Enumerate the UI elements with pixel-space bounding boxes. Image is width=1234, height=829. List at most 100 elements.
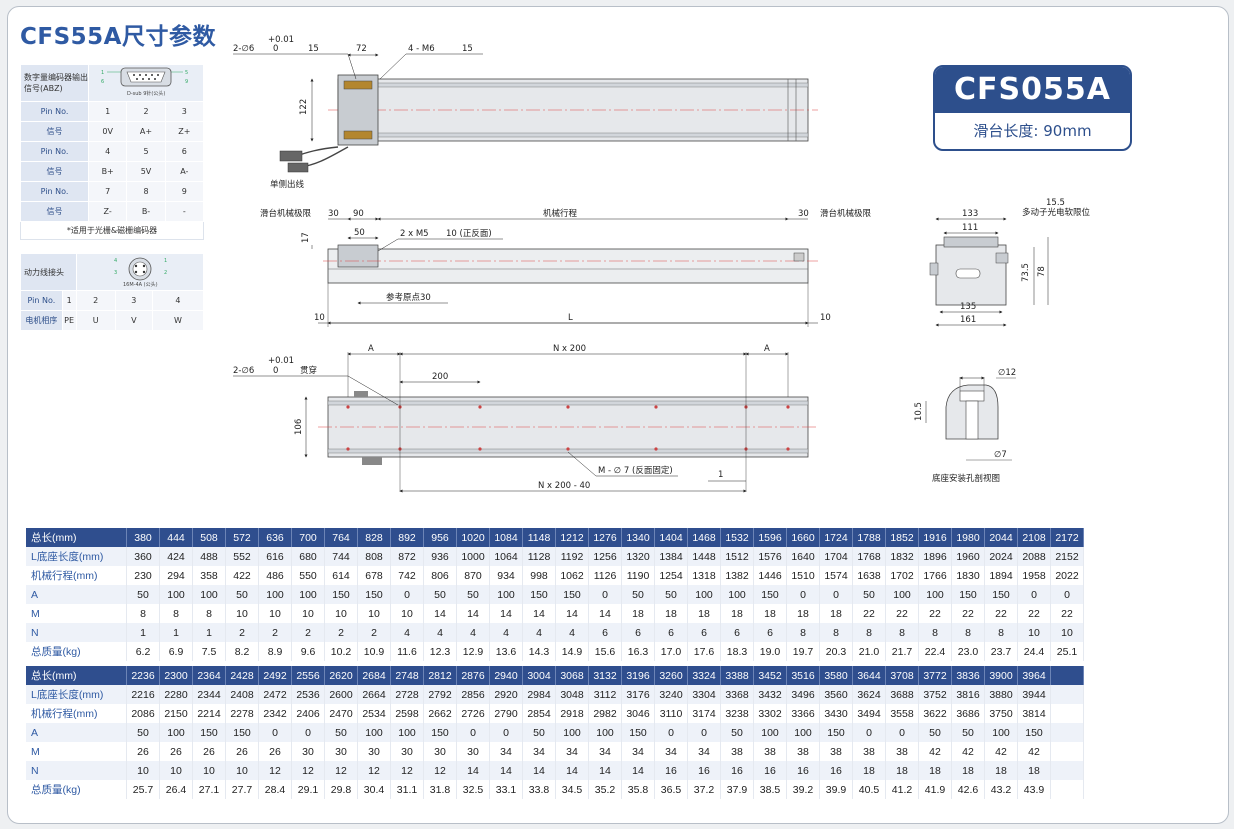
table-cell: 38: [720, 742, 754, 761]
table-cell: 3496: [786, 685, 820, 704]
table-cell: [1050, 780, 1084, 799]
table-cell: 2534: [357, 704, 391, 723]
table-cell: 1596: [753, 528, 787, 547]
table-cell: 30: [324, 742, 358, 761]
table-cell: 616: [258, 547, 292, 566]
table-cell: 936: [423, 547, 457, 566]
table-cell: 0: [588, 585, 622, 604]
table-cell: 100: [720, 585, 754, 604]
table-cell: 2920: [489, 685, 523, 704]
svg-text:4: 4: [114, 258, 117, 264]
svg-text:10: 10: [820, 313, 831, 323]
table-cell: 23.7: [984, 642, 1018, 661]
encoder-cell: 2: [126, 101, 166, 122]
table-cell: 1512: [720, 547, 754, 566]
table-cell: 16: [720, 761, 754, 780]
table-cell: 18: [951, 761, 985, 780]
table-cell: 150: [753, 585, 787, 604]
table-cell: 4: [456, 623, 490, 642]
table-cell: [1050, 704, 1084, 723]
table-cell: 150: [522, 585, 556, 604]
table-cell: 10: [126, 761, 160, 780]
svg-text:A: A: [764, 344, 770, 354]
table-cell: 9.6: [291, 642, 325, 661]
table-cell: 100: [687, 585, 721, 604]
row-header: 总长(mm): [26, 666, 127, 685]
table-cell: 3046: [621, 704, 655, 723]
table-cell: 21.0: [852, 642, 886, 661]
table-cell: 1958: [1017, 566, 1051, 585]
table-cell: 3644: [852, 666, 886, 685]
model-badge: CFS055A 滑台长度: 90mm: [933, 65, 1132, 151]
table-cell: 4: [390, 623, 424, 642]
table-cell: 6: [687, 623, 721, 642]
svg-text:1: 1: [101, 70, 104, 76]
table-cell: 2664: [357, 685, 391, 704]
svg-text:135: 135: [960, 302, 976, 312]
table-cell: 1766: [918, 566, 952, 585]
row-header: A: [26, 723, 127, 742]
table-cell: 3814: [1017, 704, 1051, 723]
table-cell: 38: [885, 742, 919, 761]
table-cell: 1084: [489, 528, 523, 547]
technical-drawings: +0.01 2-∅6 0 15 72 4 - M6 15 122 单侧出线: [233, 35, 1091, 493]
table-cell: 18: [984, 761, 1018, 780]
table-cell: 230: [126, 566, 160, 585]
table-cell: 25.7: [126, 780, 160, 799]
table-cell: 34: [489, 742, 523, 761]
row-header: 总质量(kg): [26, 642, 127, 661]
table-cell: 50: [918, 723, 952, 742]
table-cell: 42: [918, 742, 952, 761]
table-cell: 3112: [588, 685, 622, 704]
encoder-pin-table: 数字量编码器输出信号(ABZ) 1 6 5 9 D-sub 9针(公头) Pin…: [20, 64, 205, 240]
table-cell: 2214: [192, 704, 226, 723]
table-cell: 1404: [654, 528, 688, 547]
table-cell: 100: [159, 723, 193, 742]
table-cell: 2748: [390, 666, 424, 685]
table-cell: 0: [786, 585, 820, 604]
table-cell: 30.4: [357, 780, 391, 799]
table-cell: 2: [324, 623, 358, 642]
table-cell: 150: [423, 723, 457, 742]
svg-text:10 (正反面): 10 (正反面): [446, 228, 492, 239]
table-cell: 1: [159, 623, 193, 642]
table-cell: 10: [159, 761, 193, 780]
table-cell: 1916: [918, 528, 952, 547]
encoder-label: 数字量编码器输出信号(ABZ): [20, 64, 89, 102]
svg-text:10.5: 10.5: [914, 402, 924, 421]
table-cell: 14: [489, 604, 523, 623]
table-cell: [1050, 666, 1084, 685]
svg-text:D-sub 9针(公头): D-sub 9针(公头): [127, 90, 165, 97]
table-cell: 3004: [522, 666, 556, 685]
table-cell: 50: [654, 585, 688, 604]
table-cell: 870: [456, 566, 490, 585]
table-cell: 572: [225, 528, 259, 547]
table-cell: 358: [192, 566, 226, 585]
svg-text:4 - M6: 4 - M6: [408, 44, 435, 54]
table-cell: 3752: [918, 685, 952, 704]
row-header: L底座长度(mm): [26, 547, 127, 566]
table-cell: 21.7: [885, 642, 919, 661]
table-cell: 30: [423, 742, 457, 761]
table-cell: 2024: [984, 547, 1018, 566]
encoder-cell: 5V: [126, 161, 166, 182]
table-cell: 6: [621, 623, 655, 642]
base-view-drawing: A N x 200 A +0.01 2-∅6 0 贯穿 200 106 M - …: [233, 344, 818, 493]
svg-text:单侧出线: 单侧出线: [270, 179, 305, 190]
svg-text:15.5: 15.5: [1046, 198, 1065, 208]
table-cell: 3048: [555, 685, 589, 704]
svg-text:2 x M5: 2 x M5: [400, 229, 429, 239]
table-cell: 18: [918, 761, 952, 780]
table-cell: 2342: [258, 704, 292, 723]
table-cell: 678: [357, 566, 391, 585]
svg-text:+0.01: +0.01: [268, 35, 294, 45]
table-cell: 1704: [819, 547, 853, 566]
svg-text:30: 30: [328, 209, 339, 219]
table-cell: 6: [588, 623, 622, 642]
